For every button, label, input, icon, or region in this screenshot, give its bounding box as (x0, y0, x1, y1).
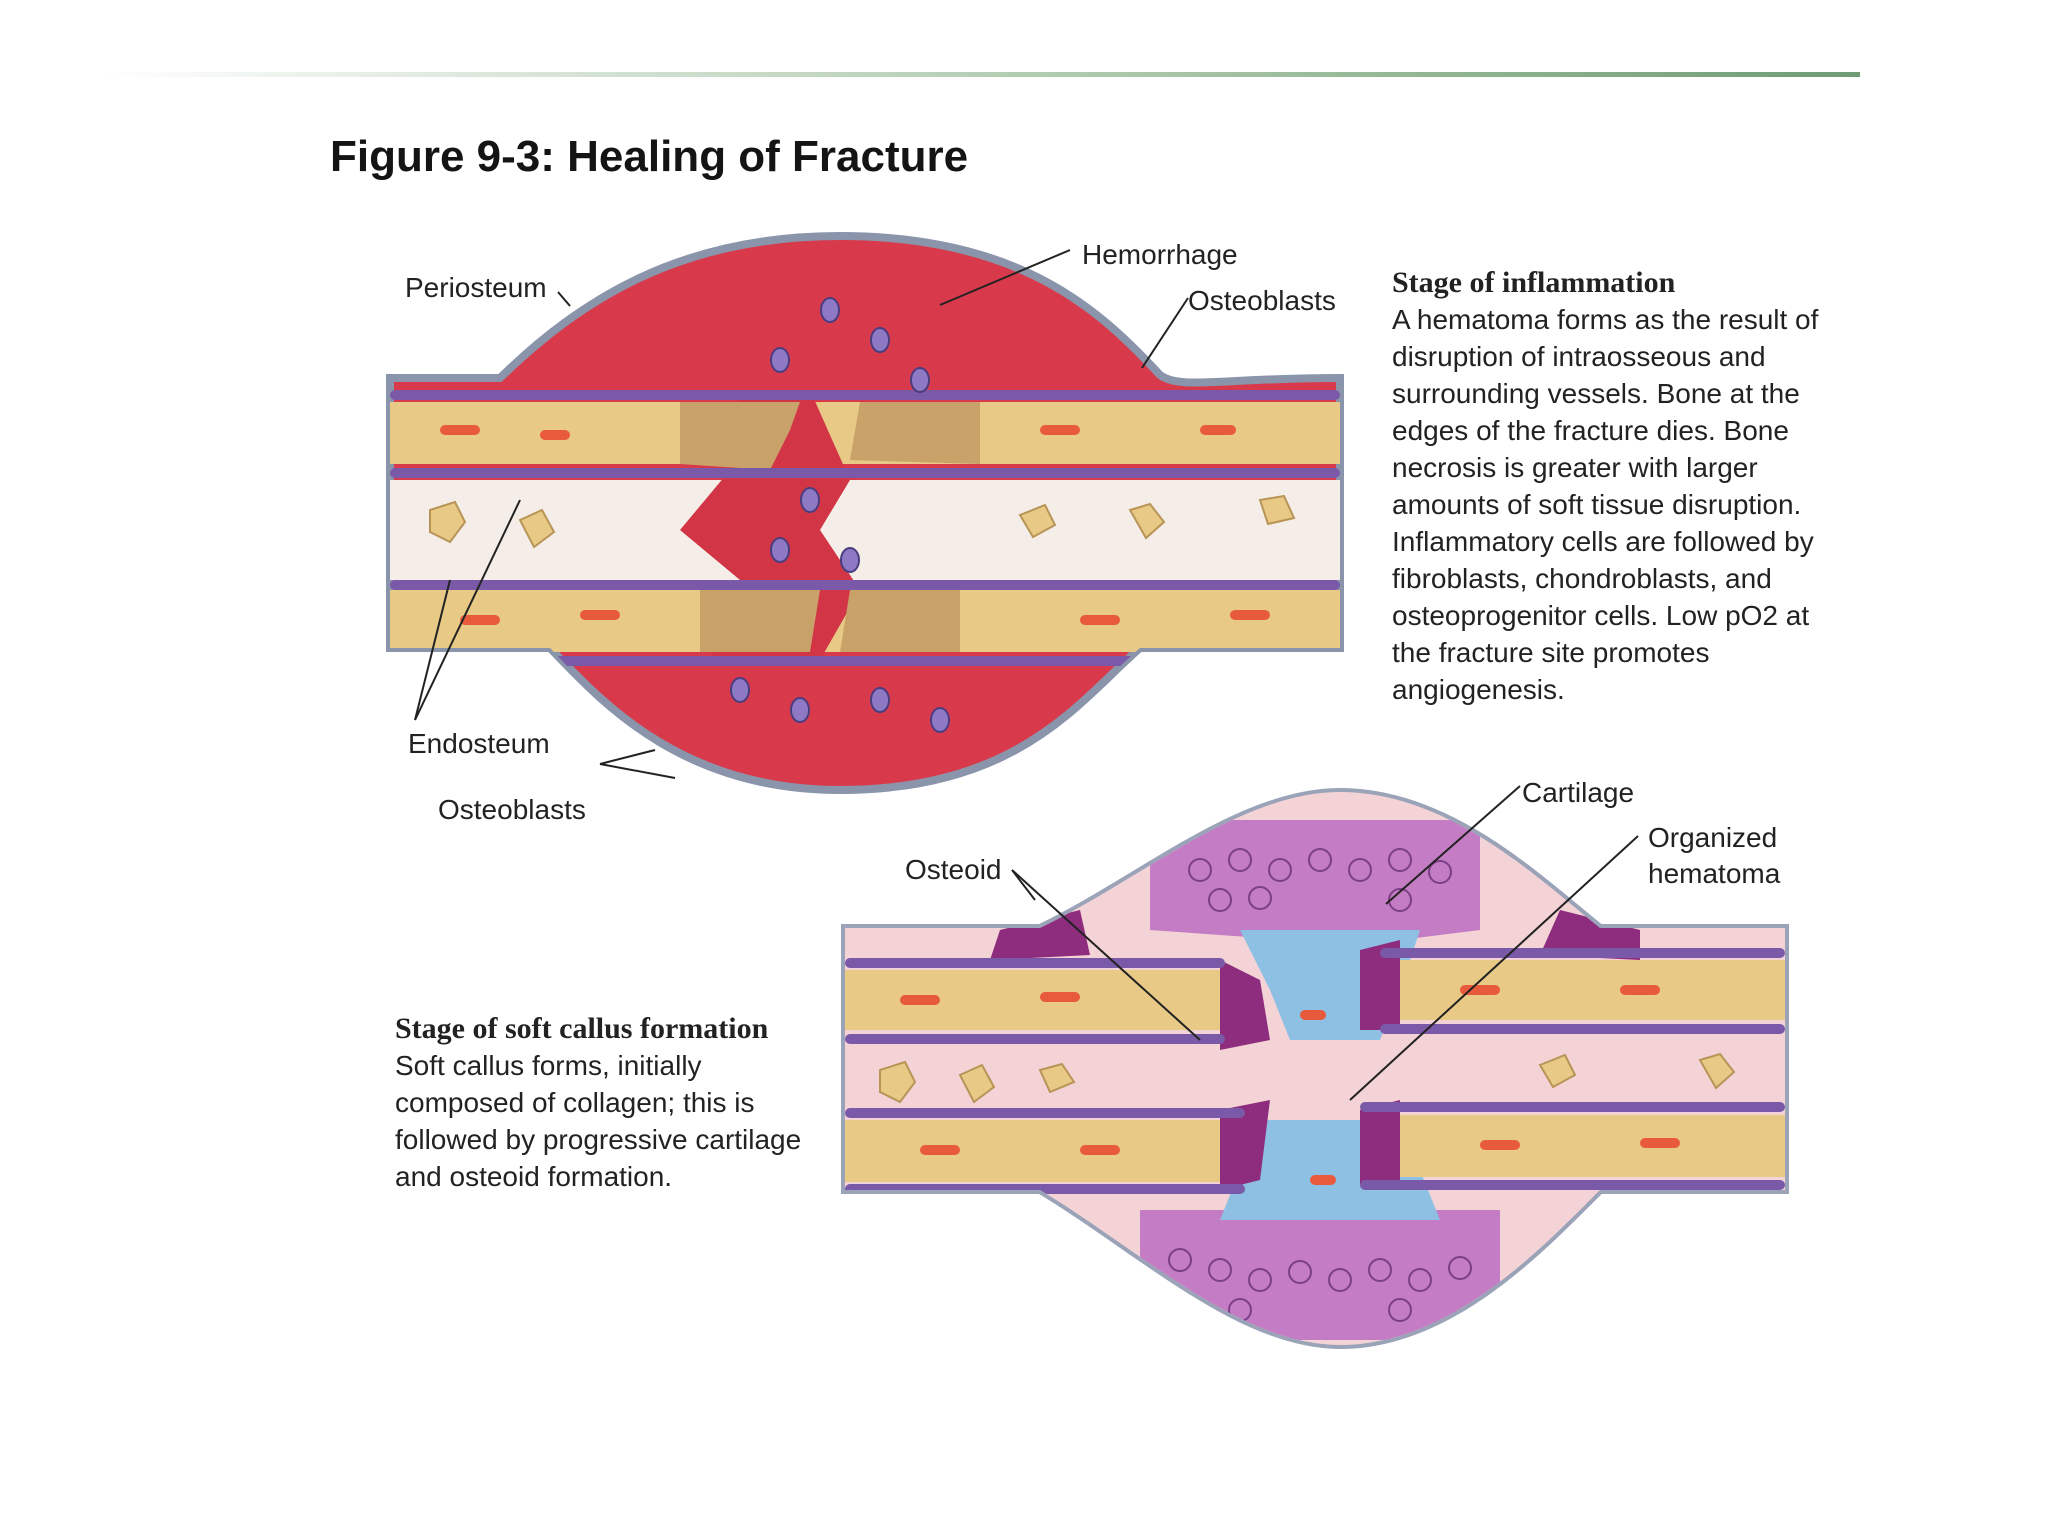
inflammation-caption-title: Stage of inflammation (1392, 266, 1676, 299)
inflammation-caption: Stage of inflammation A hematoma forms a… (1392, 264, 1832, 708)
label-periosteum: Periosteum (405, 272, 547, 303)
inflammation-caption-body: A hematoma forms as the result of disrup… (1392, 304, 1819, 705)
label-osteoblasts-top: Osteoblasts (1188, 285, 1336, 316)
label-cartilage: Cartilage (1522, 777, 1635, 808)
inflammation-diagram (386, 231, 1344, 795)
label-hemorrhage: Hemorrhage (1082, 239, 1238, 270)
label-organized-hematoma-line1: Organized (1648, 822, 1778, 853)
soft-callus-caption-title: Stage of soft callus formation (395, 1012, 769, 1045)
soft-callus-diagram (841, 785, 1789, 1350)
top-rule (100, 72, 1860, 77)
label-endosteum: Endosteum (408, 728, 550, 759)
soft-callus-caption: Stage of soft callus formation Soft call… (395, 1010, 835, 1195)
left-lower-cortex (845, 1120, 1245, 1182)
soft-callus-caption-body: Soft callus forms, initially composed of… (395, 1050, 802, 1192)
label-osteoid: Osteoid (905, 854, 1002, 885)
figure-title: Figure 9-3: Healing of Fracture (330, 132, 969, 181)
right-upper-cortex (1380, 960, 1785, 1020)
right-lower-cortex (1360, 1115, 1785, 1177)
label-organized-hematoma-line2: hematoma (1648, 858, 1781, 889)
label-osteoblasts-bottom: Osteoblasts (438, 794, 586, 825)
